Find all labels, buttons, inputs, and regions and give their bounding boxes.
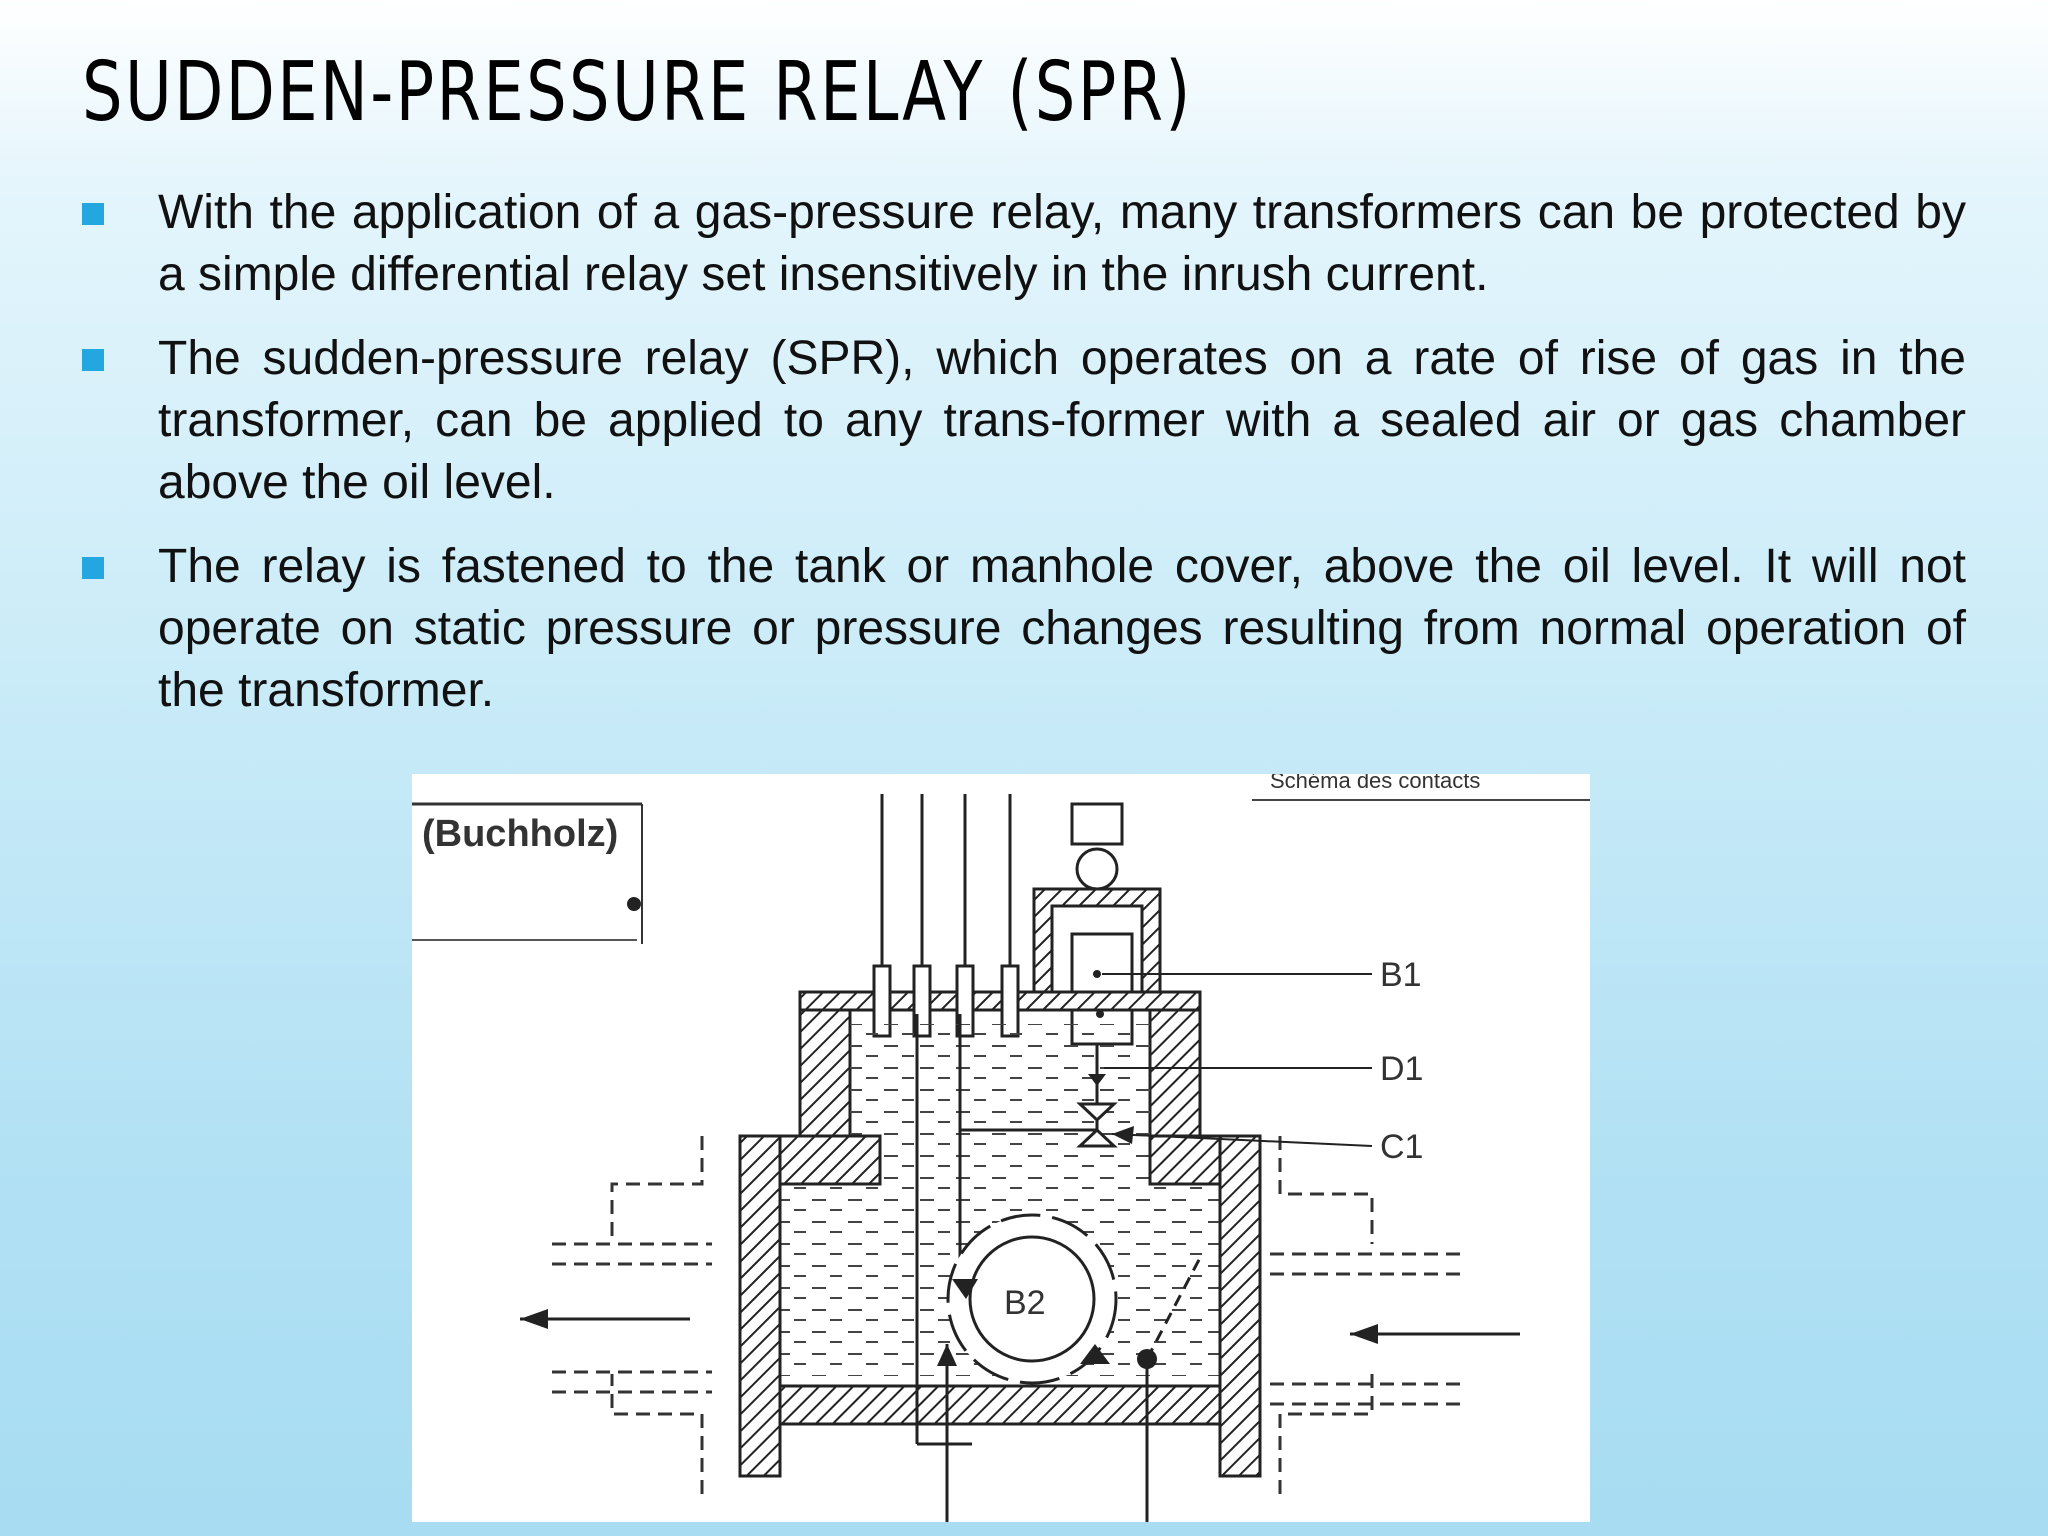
slide-title: SUDDEN-PRESSURE RELAY (SPR) <box>82 45 1193 140</box>
square-bullet-icon <box>82 203 104 225</box>
bullet-text: The sudden-pressure relay (SPR), which o… <box>158 332 1966 509</box>
label-d1: D1 <box>1380 1050 1423 1088</box>
square-bullet-icon <box>82 349 104 371</box>
bullet-text: The relay is fastened to the tank or man… <box>158 540 1966 717</box>
contacts-caption: Schéma des contacts <box>1270 774 1480 793</box>
bullet-item: The relay is fastened to the tank or man… <box>82 536 1966 722</box>
bullet-list: With the application of a gas-pressure r… <box>82 182 1966 744</box>
buchholz-label: (Buchholz) <box>422 813 618 855</box>
float-b2-label: B2 <box>1004 1284 1046 1322</box>
relay-diagram: Schéma des contacts (Buchholz) <box>412 774 1590 1522</box>
bullet-item: The sudden-pressure relay (SPR), which o… <box>82 328 1966 514</box>
square-bullet-icon <box>82 557 104 579</box>
bullet-item: With the application of a gas-pressure r… <box>82 182 1966 306</box>
bullet-text: With the application of a gas-pressure r… <box>158 186 1966 301</box>
label-c1: C1 <box>1380 1128 1423 1166</box>
label-b1: B1 <box>1380 956 1422 994</box>
relay-diagram-svg: Schéma des contacts (Buchholz) <box>412 774 1590 1522</box>
